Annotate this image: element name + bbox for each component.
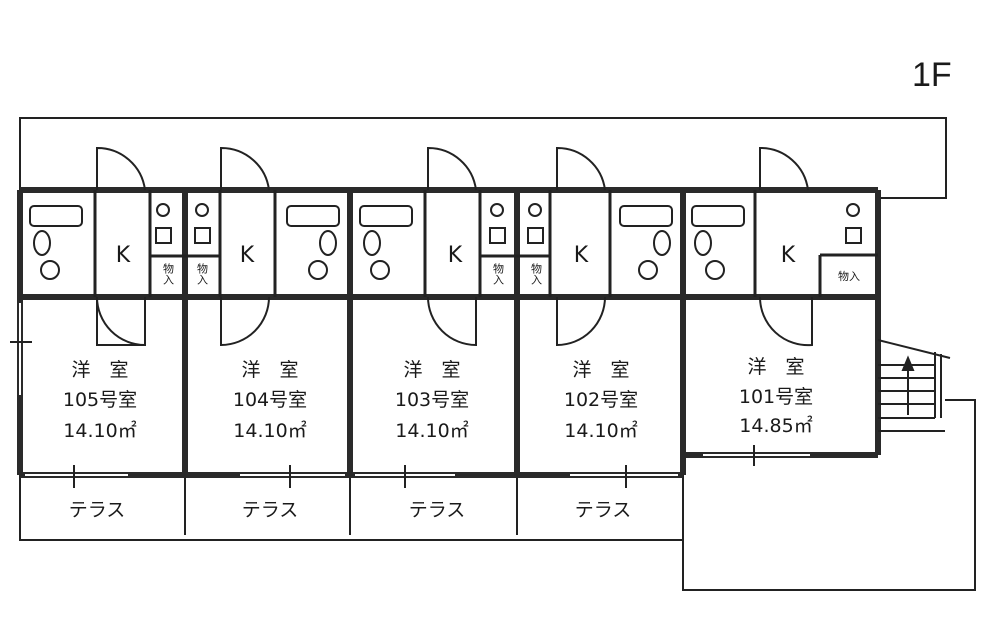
storage-label: 物入	[196, 262, 209, 285]
room-number: 101号室	[739, 386, 813, 408]
terrace-label: テラス	[409, 499, 466, 521]
terrace-label: テラス	[69, 499, 126, 521]
terrace-label: テラス	[575, 499, 632, 521]
room-number: 102号室	[564, 389, 638, 411]
room-area: 14.10㎡	[233, 419, 306, 442]
unit-105: K 物入 洋 室 105号室 14.10㎡ テラス	[63, 243, 175, 521]
room-type: 洋 室	[747, 356, 804, 378]
room-number: 103号室	[395, 389, 469, 411]
door-swings	[96, 146, 813, 347]
stairs	[877, 339, 951, 432]
storage-label: 物入	[162, 262, 175, 285]
window-marks	[10, 341, 755, 488]
terrace-label: テラス	[242, 499, 299, 521]
room-number: 105号室	[63, 389, 137, 411]
corridor-outline	[19, 117, 947, 199]
room-type: 洋 室	[241, 359, 298, 381]
unit-101: K 物入 洋 室 101号室 14.85㎡	[739, 243, 860, 437]
kitchen-label: K	[240, 243, 255, 268]
storage-label: 物入	[838, 269, 860, 283]
storage-label: 物入	[492, 262, 505, 285]
kitchen-label: K	[781, 243, 796, 268]
kitchen-label: K	[574, 243, 589, 268]
kitchen-label: K	[116, 243, 131, 268]
room-area: 14.10㎡	[564, 419, 637, 442]
bathroom-fixtures	[29, 203, 862, 280]
yard-outline	[682, 399, 976, 591]
unit-102: K 物入 洋 室 102号室 14.10㎡ テラス	[530, 243, 639, 521]
room-area: 14.10㎡	[395, 419, 468, 442]
room-type: 洋 室	[71, 359, 128, 381]
terrace-dividers	[184, 475, 684, 535]
storage-label: 物入	[530, 262, 543, 285]
unit-103: K 物入 洋 室 103号室 14.10㎡ テラス	[395, 243, 505, 521]
room-type: 洋 室	[572, 359, 629, 381]
kitchen-label: K	[448, 243, 463, 268]
room-area: 14.10㎡	[63, 419, 136, 442]
floor-label: 1F	[912, 56, 952, 94]
terrace-outline	[19, 475, 683, 541]
room-type: 洋 室	[403, 359, 460, 381]
room-number: 104号室	[233, 389, 307, 411]
inner-walls	[93, 190, 878, 297]
unit-104: K 物入 洋 室 104号室 14.10㎡ テラス	[196, 243, 308, 521]
room-area: 14.85㎡	[739, 414, 812, 437]
